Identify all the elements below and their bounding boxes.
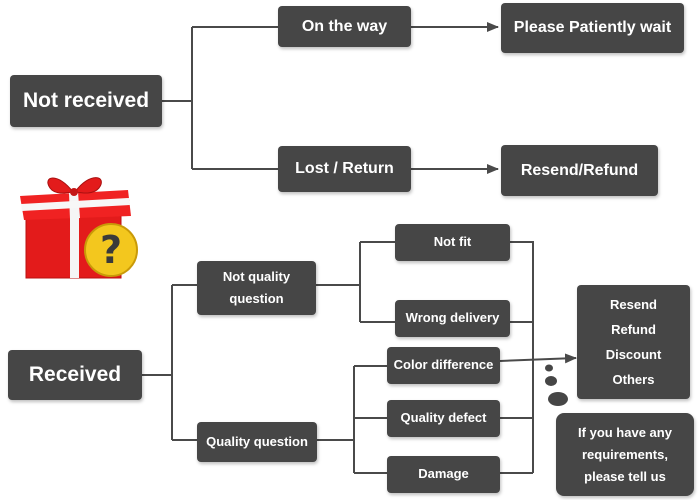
quality-question-label: Quality question bbox=[206, 433, 308, 449]
svg-text:?: ? bbox=[100, 228, 122, 272]
quality-defect-label: Quality defect bbox=[400, 410, 487, 426]
color-difference-label: Color difference bbox=[393, 357, 494, 373]
arrow-to-solutions bbox=[499, 353, 577, 364]
solution-refund: Refund bbox=[611, 322, 656, 337]
solution-discount: Discount bbox=[605, 347, 662, 362]
gift-box-icon: ? bbox=[20, 177, 138, 279]
not-fit-label: Not fit bbox=[433, 234, 472, 250]
damage-node: Damage bbox=[387, 456, 500, 493]
requirements-bubble: If you have any requirements, please tel… bbox=[556, 413, 694, 496]
thought-bubbles bbox=[545, 364, 568, 406]
on-the-way-label: On the way bbox=[301, 17, 388, 35]
on-the-way-node: On the way bbox=[278, 6, 411, 47]
received-node: Received bbox=[8, 350, 142, 400]
quality-question-node: Quality question bbox=[197, 422, 317, 462]
connector-received bbox=[142, 284, 197, 441]
please-wait-label: Please Patiently wait bbox=[513, 19, 672, 36]
question-mark-icon: ? bbox=[84, 223, 138, 277]
resend-refund-label: Resend/Refund bbox=[520, 161, 639, 179]
connector-not-received bbox=[162, 26, 278, 170]
please-wait-node: Please Patiently wait bbox=[501, 3, 684, 53]
quality-defect-node: Quality defect bbox=[387, 400, 500, 437]
wrong-delivery-node: Wrong delivery bbox=[395, 300, 510, 337]
not-received-label: Not received bbox=[22, 88, 150, 112]
solution-resend: Resend bbox=[610, 297, 657, 312]
requirements-line-3: please tell us bbox=[584, 468, 666, 484]
connector-right-bracket bbox=[500, 241, 534, 474]
lost-return-node: Lost / Return bbox=[278, 146, 411, 192]
resend-refund-node: Resend/Refund bbox=[501, 145, 658, 196]
not-quality-question-node: Not quality question bbox=[197, 261, 316, 315]
not-fit-node: Not fit bbox=[395, 224, 510, 261]
received-label: Received bbox=[28, 362, 122, 386]
requirements-line-2: requirements, bbox=[582, 446, 668, 462]
connector-not-quality bbox=[316, 241, 395, 323]
solution-others: Others bbox=[612, 372, 655, 387]
wrong-delivery-label: Wrong delivery bbox=[405, 310, 500, 326]
requirements-line-1: If you have any bbox=[578, 424, 672, 440]
lost-return-label: Lost / Return bbox=[295, 160, 394, 177]
solutions-node: Resend Refund Discount Others bbox=[577, 285, 690, 399]
not-received-node: Not received bbox=[10, 75, 162, 127]
not-quality-question-label: Not quality question bbox=[222, 269, 291, 306]
color-difference-node: Color difference bbox=[387, 347, 500, 384]
connector-quality-question bbox=[317, 365, 387, 474]
damage-label: Damage bbox=[418, 466, 469, 482]
